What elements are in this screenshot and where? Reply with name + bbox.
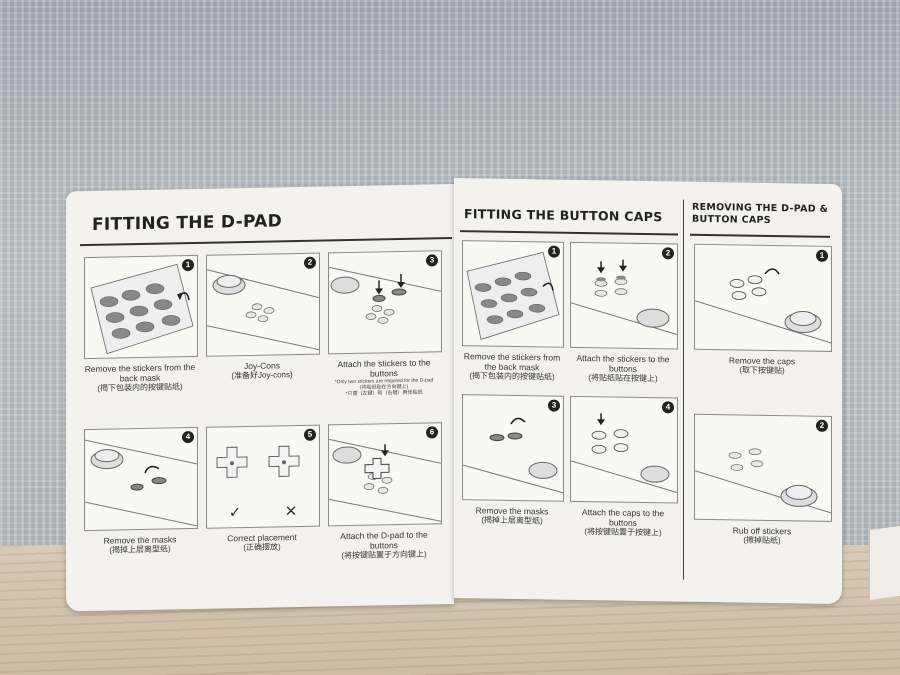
caps-step-3: 3 Remove the masks (揭掉上层离型纸) <box>462 394 564 527</box>
title-rule <box>80 237 452 247</box>
step-caption: Remove the stickers from the back mask (… <box>84 362 196 394</box>
step-illustration: 1 <box>84 254 198 360</box>
left-page-title: FITTING THE D-PAD <box>92 211 283 235</box>
remove-mask-icon <box>463 417 563 494</box>
step-caption: Rub off stickers (擦掉贴纸) <box>694 525 830 547</box>
removing-step-2: 2 Rub off stickers (擦掉贴纸) <box>694 413 832 547</box>
caption-chinese: (揭掉上层离型纸) <box>481 515 543 526</box>
step-caption: Remove the masks (揭掉上层离型纸) <box>84 534 196 556</box>
step-illustration: 1 <box>694 243 832 352</box>
caption-note-chinese-2: *只需（左键）和（右键）两张贴纸 <box>345 389 423 398</box>
attach-caps-icon <box>571 413 677 493</box>
remove-mask-icon <box>85 439 197 527</box>
caption-chinese: (将按键贴置于方向键上) <box>341 549 427 561</box>
step-illustration: 1 <box>462 240 564 348</box>
sticker-sheet-icon <box>90 263 194 355</box>
sticker-sheet-icon <box>466 251 560 340</box>
dpad-step-5: 5 ✓ ✕ Correct placement (正确摆放) <box>206 424 320 554</box>
caption-english: Attach the caps to the buttons <box>581 507 665 528</box>
step-illustration: 2 <box>570 241 678 350</box>
step-caption: Attach the D-pad to the buttons (将按键贴置于方… <box>328 529 440 561</box>
dpad-placement-icon <box>216 445 300 478</box>
attach-dpad-icon <box>329 438 441 522</box>
caption-chinese: (将贴纸贴在按键上) <box>588 373 658 384</box>
dpad-step-2: 2 Joy-Cons (准备好Joy-cons) <box>206 252 320 382</box>
step-caption: Remove the stickers from the back mask (… <box>462 351 562 383</box>
right-page: FITTING THE BUTTON CAPS REMOVING THE D-P… <box>454 178 842 605</box>
caption-chinese: (取下按键贴) <box>739 365 785 376</box>
caption-english: Attach the stickers to the buttons <box>576 352 670 374</box>
joy-con-icon <box>207 269 319 351</box>
dpad-step-4: 4 Remove the masks (揭掉上层离型纸) <box>84 426 198 556</box>
title-rule <box>690 233 830 238</box>
caption-english: Attach the stickers to the buttons <box>337 357 431 379</box>
left-page: FITTING THE D-PAD 1 Remove the stic <box>66 184 454 612</box>
caption-chinese: (准备好Joy-cons) <box>231 370 293 381</box>
caption-english: Rub off stickers <box>732 525 792 537</box>
step-illustration: 4 <box>84 426 198 532</box>
attach-sticker-icon <box>329 266 441 324</box>
caption-chinese: (揭掉上层离型纸) <box>109 544 171 555</box>
dpad-step-3: 3 Attach the stickers to the buttons * <box>328 250 442 397</box>
step-illustration: 3 <box>462 394 564 502</box>
step-illustration: 4 <box>570 395 678 504</box>
caps-step-2: 2 Attach the stickers to the buttons (将贴… <box>570 241 678 385</box>
placement-marks: ✓ ✕ <box>207 502 319 522</box>
remove-caps-icon <box>695 268 831 344</box>
step-caption: Attach the stickers to the buttons (将贴纸贴… <box>570 353 676 385</box>
paper-corner-on-table <box>869 525 900 601</box>
caps-step-4: 4 Attach the caps to the buttons (将按键贴置于… <box>570 395 678 539</box>
step-caption: Correct placement (正确摆放) <box>206 532 318 554</box>
instruction-booklet: FITTING THE D-PAD 1 Remove the stic <box>66 176 842 612</box>
caption-chinese: (正确摆放) <box>243 542 281 553</box>
caption-english: Joy-Cons <box>244 360 280 372</box>
cross-icon: ✕ <box>284 503 298 521</box>
caption-english: Attach the D-pad to the buttons <box>340 529 428 551</box>
step-illustration: 6 <box>328 422 442 527</box>
caption-chinese: (揭下包装内的按键贴纸) <box>469 371 555 382</box>
middle-page-title: FITTING THE BUTTON CAPS <box>464 206 663 225</box>
title-rule <box>460 230 678 236</box>
right-page-title: REMOVING THE D-PAD & BUTTON CAPS <box>692 201 829 226</box>
attach-sticker-buttons-icon <box>571 259 677 335</box>
step-illustration: 2 <box>206 252 320 357</box>
step-illustration: 2 <box>694 413 832 522</box>
caption-chinese: (将按键贴置于按键上) <box>584 527 662 538</box>
caption-english: Remove the stickers from the back mask <box>463 351 561 373</box>
dpad-step-6: 6 Attach the D-pad to the buttons (将按键贴置… <box>328 422 442 561</box>
step-caption: Remove the masks (揭掉上层离型纸) <box>462 505 562 527</box>
step-caption: Attach the caps to the buttons (将按键贴置于按键… <box>570 507 676 539</box>
caption-chinese: (揭下包装内的按键贴纸) <box>97 382 183 393</box>
caps-step-1: 1 Remove the stickers from the back mask… <box>462 240 564 383</box>
step-caption: Joy-Cons (准备好Joy-cons) <box>206 360 318 382</box>
step-illustration: 3 <box>328 250 442 355</box>
caption-english: Correct placement <box>227 532 297 544</box>
step-illustration: 5 ✓ ✕ <box>206 424 320 529</box>
step-caption: Remove the caps (取下按键贴) <box>694 355 830 377</box>
caption-english: Remove the stickers from the back mask <box>84 361 196 384</box>
step-caption: Attach the stickers to the buttons *Only… <box>328 357 440 397</box>
rub-off-stickers-icon <box>695 448 831 514</box>
column-divider <box>683 199 684 580</box>
removing-step-1: 1 Remove the caps (取下按键贴) <box>694 243 832 377</box>
check-icon: ✓ <box>228 504 242 522</box>
dpad-step-1: 1 Remove the stickers from the back mask… <box>84 254 198 394</box>
caption-chinese: (擦掉贴纸) <box>743 535 781 546</box>
